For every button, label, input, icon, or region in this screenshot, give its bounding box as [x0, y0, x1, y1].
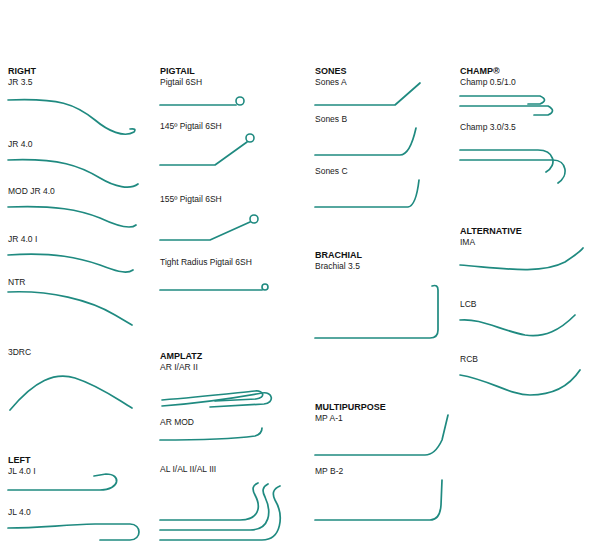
catheter-name: JR 3.5 — [8, 78, 33, 87]
section-heading: SONES — [315, 67, 347, 77]
catheter-3drc — [10, 376, 132, 410]
catheter-name: JL 4.0 — [8, 508, 31, 517]
catheter-jr35 — [8, 100, 135, 135]
catheter-name: LCB — [460, 300, 477, 309]
catheter-name: AR I/AR II — [160, 363, 198, 372]
catheter-mp-a1 — [315, 415, 448, 455]
catheter-brachial — [315, 286, 438, 339]
catheter-name: Pigtail 6SH — [160, 78, 202, 87]
catheter-ar2 — [162, 391, 263, 401]
catheter-al3 — [160, 486, 280, 540]
catheter-jr40i — [8, 254, 133, 272]
catheter-name: RCB — [460, 355, 478, 364]
catheter-name: MOD JR 4.0 — [8, 187, 55, 196]
catheter-name: Sones A — [315, 78, 347, 87]
catheter-name: AL I/AL II/AL III — [160, 465, 216, 474]
section-heading: BRACHIAL — [315, 251, 362, 261]
catheter-name: Champ 0.5/1.0 — [460, 78, 516, 87]
catheter-mp-b2 — [315, 480, 442, 520]
catheter-champ-35 — [460, 160, 565, 183]
catheter-name: MP B-2 — [315, 467, 343, 476]
section-heading: RIGHT — [8, 67, 36, 77]
catheter-name: JR 4.0 I — [8, 235, 37, 244]
catheter-name: MP A-1 — [315, 414, 343, 423]
catheter-name: 155º Pigtail 6SH — [160, 195, 222, 204]
catheter-jr40 — [8, 160, 138, 187]
catheter-ima — [460, 248, 583, 270]
catheter-sones-b — [315, 128, 416, 155]
catheter-jl40 — [8, 524, 139, 540]
catheter-pigtail-tight — [160, 289, 262, 291]
catheter-mod-jr40 — [8, 207, 136, 227]
catheter-ntr — [8, 292, 132, 325]
catheter-sones-c — [315, 180, 419, 207]
catheter-pigtail-145 — [160, 142, 247, 165]
catheter-name: JL 4.0 I — [8, 467, 36, 476]
catheter-name: Sones C — [315, 167, 348, 176]
pigtail-coil — [250, 215, 258, 223]
pigtail-coil — [236, 97, 244, 105]
section-heading: ALTERNATIVE — [460, 227, 522, 237]
catheter-champ-10 — [460, 106, 553, 115]
catheter-al2 — [160, 484, 269, 530]
catheter-name: 3DRC — [8, 348, 31, 357]
section-heading: LEFT — [8, 456, 31, 466]
catheter-name: Brachial 3.5 — [315, 262, 360, 271]
catheter-name: JR 4.0 — [8, 140, 33, 149]
catheter-name: 145º Pigtail 6SH — [160, 122, 222, 131]
catheter-pigtail-155 — [160, 222, 250, 240]
catheter-name: Tight Radius Pigtail 6SH — [160, 258, 252, 267]
catheter-champ-30 — [460, 150, 553, 172]
catheter-name: AR MOD — [160, 418, 194, 427]
catheter-rcb — [460, 370, 580, 395]
catheter-jl40i — [8, 474, 117, 490]
catheter-pigtail — [160, 104, 236, 106]
catheter-champ-05 — [460, 96, 545, 104]
catheter-name: IMA — [460, 238, 475, 247]
catheter-name: Sones B — [315, 115, 347, 124]
section-heading: MULTIPURPOSE — [315, 403, 386, 413]
catheter-al1 — [160, 483, 258, 520]
section-heading: PIGTAIL — [160, 67, 195, 77]
section-heading: CHAMP® — [460, 67, 500, 77]
catheter-name: Champ 3.0/3.5 — [460, 123, 516, 132]
catheter-lcb — [460, 315, 575, 336]
section-heading: AMPLATZ — [160, 352, 202, 362]
pigtail-coil — [246, 134, 254, 142]
catheter-name: NTR — [8, 278, 25, 287]
pigtail-coil — [262, 284, 268, 290]
catheter-ar-mod — [160, 428, 262, 440]
